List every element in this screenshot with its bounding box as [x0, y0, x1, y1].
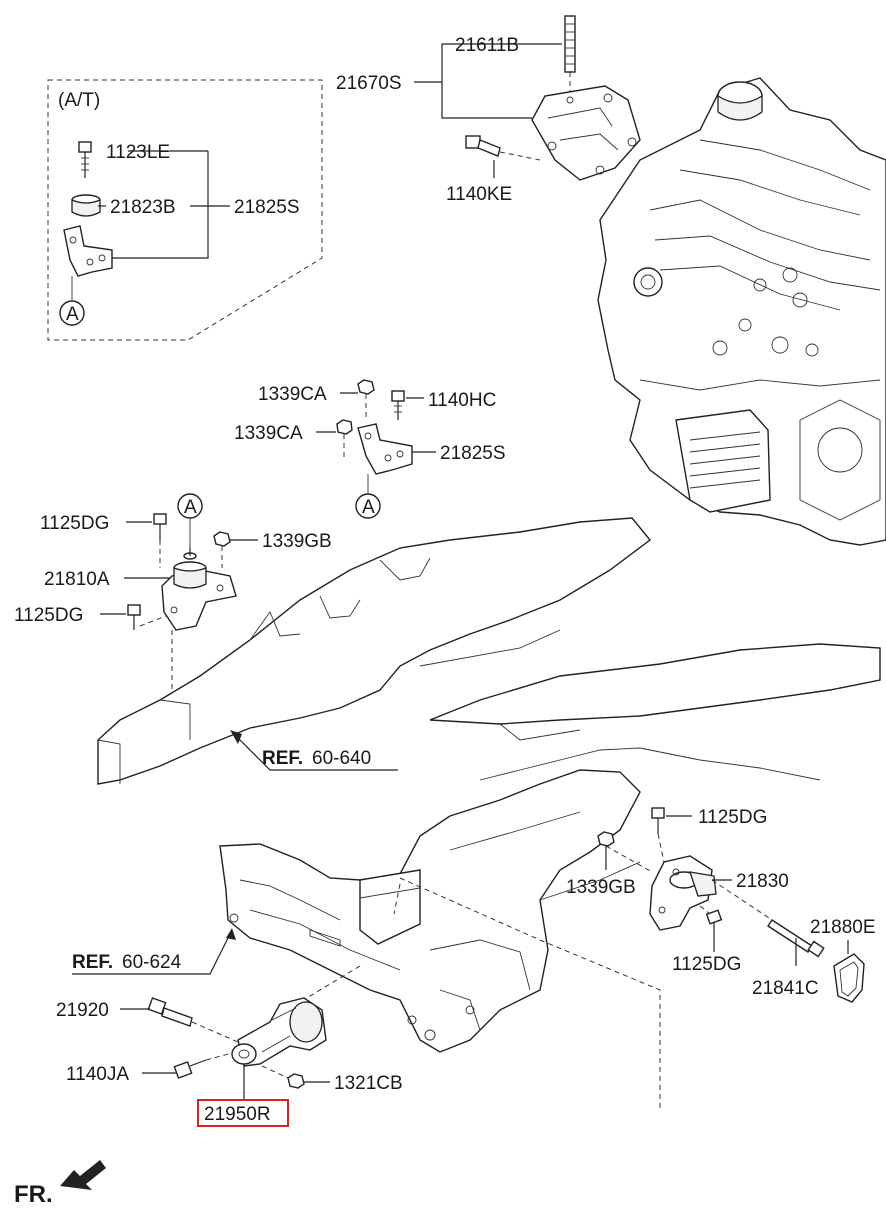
ref-60-640-arrow — [230, 730, 398, 771]
bracket-at-icon — [63, 225, 113, 300]
side-member-ref-60-640 — [97, 517, 881, 785]
leader-group-21825S-a — [112, 151, 209, 259]
part-label-21670S[interactable]: 21670S — [336, 73, 402, 94]
part-label-1339CA-1[interactable]: 1339CA — [258, 384, 327, 405]
part-label-21950R[interactable]: 21950R — [204, 1104, 271, 1125]
leader-group-21670S — [441, 43, 532, 119]
part-label-1321CB[interactable]: 1321CB — [334, 1073, 403, 1094]
bushing-21823B-icon — [71, 194, 101, 217]
bolt-1140HC-icon — [391, 390, 405, 420]
part-label-21830[interactable]: 21830 — [736, 871, 789, 892]
nut-1339CA-2-icon — [336, 419, 353, 460]
part-label-21810A[interactable]: 21810A — [44, 569, 110, 590]
bolt-1125DG-1-icon — [153, 513, 167, 568]
nut-1339GB-2-icon — [597, 831, 653, 873]
ref-circle-a3-label: A — [184, 497, 197, 518]
part-label-1125DG-4[interactable]: 1125DG — [672, 954, 741, 975]
part-label-1125DG-3[interactable]: 1125DG — [698, 807, 767, 828]
bolt-1125DG-4-icon — [699, 905, 723, 944]
bracket-21670S-icon — [531, 85, 641, 181]
ref-60-624-label[interactable]: 60-624 — [122, 952, 182, 973]
part-label-21825S-a[interactable]: 21825S — [234, 197, 300, 218]
part-label-1140JA[interactable]: 1140JA — [66, 1064, 129, 1085]
at-note-label: (A/T) — [58, 90, 100, 111]
part-label-1339CA-2[interactable]: 1339CA — [234, 423, 303, 444]
bolt-1125DG-3-icon — [651, 807, 665, 863]
ref-circle-a2 — [355, 493, 381, 519]
bolt-21841C-icon — [711, 879, 825, 958]
mount-21810A-icon — [161, 548, 237, 631]
bolt-1123LE-icon — [78, 141, 92, 178]
bolt-21920-icon — [147, 997, 239, 1043]
part-label-21920[interactable]: 21920 — [56, 1000, 109, 1021]
roll-rod-21950R-icon — [231, 997, 327, 1067]
subframe-ref-60-624 — [219, 747, 821, 1053]
part-label-1339GB-2[interactable]: 1339GB — [566, 877, 636, 898]
highlight-box-21950R — [197, 1099, 289, 1127]
part-label-1123LE[interactable]: 1123LE — [106, 142, 170, 163]
bolt-1125DG-2-icon — [127, 604, 167, 630]
fr-arrow-icon — [60, 1160, 106, 1190]
bracket-21825S-b-icon — [357, 423, 413, 494]
engine-block — [597, 77, 886, 546]
part-label-1339GB-1[interactable]: 1339GB — [262, 531, 332, 552]
ref-60-624-prefix: REF. — [72, 952, 113, 973]
part-label-1140HC[interactable]: 1140HC — [428, 390, 496, 411]
part-label-1125DG-2[interactable]: 1125DG — [14, 605, 83, 626]
part-label-21841C[interactable]: 21841C — [752, 978, 819, 999]
mount-21880E-icon — [833, 953, 865, 1003]
part-label-1140KE[interactable]: 1140KE — [446, 184, 512, 205]
ref-circle-a2-label: A — [362, 497, 375, 518]
part-label-21611B[interactable]: 21611B — [455, 35, 519, 56]
ref-circle-a3 — [177, 493, 203, 548]
ref-60-640-prefix: REF. — [262, 748, 303, 769]
bolt-1140KE-icon — [465, 135, 541, 161]
fr-label: FR. — [14, 1181, 53, 1208]
ref-circle-a1-label: A — [66, 304, 79, 325]
at-inset-box — [47, 79, 323, 341]
ref-60-624-arrow — [72, 928, 236, 975]
ref-60-640-label[interactable]: 60-640 — [312, 748, 371, 769]
mount-21830-icon — [649, 855, 717, 931]
nut-1339CA-1-icon — [357, 379, 375, 420]
dashline-subframe — [399, 877, 661, 1110]
bolt-1140JA-icon — [173, 1051, 237, 1079]
part-label-21880E[interactable]: 21880E — [810, 917, 876, 938]
ref-circle-a1 — [59, 300, 85, 326]
nut-1339GB-1-icon — [213, 531, 231, 568]
part-label-21825S-b[interactable]: 21825S — [440, 443, 506, 464]
part-label-21823B[interactable]: 21823B — [110, 197, 176, 218]
part-label-1125DG-1[interactable]: 1125DG — [40, 513, 109, 534]
stud-21611B-icon — [564, 15, 576, 96]
nut-1321CB-icon — [261, 1065, 305, 1089]
